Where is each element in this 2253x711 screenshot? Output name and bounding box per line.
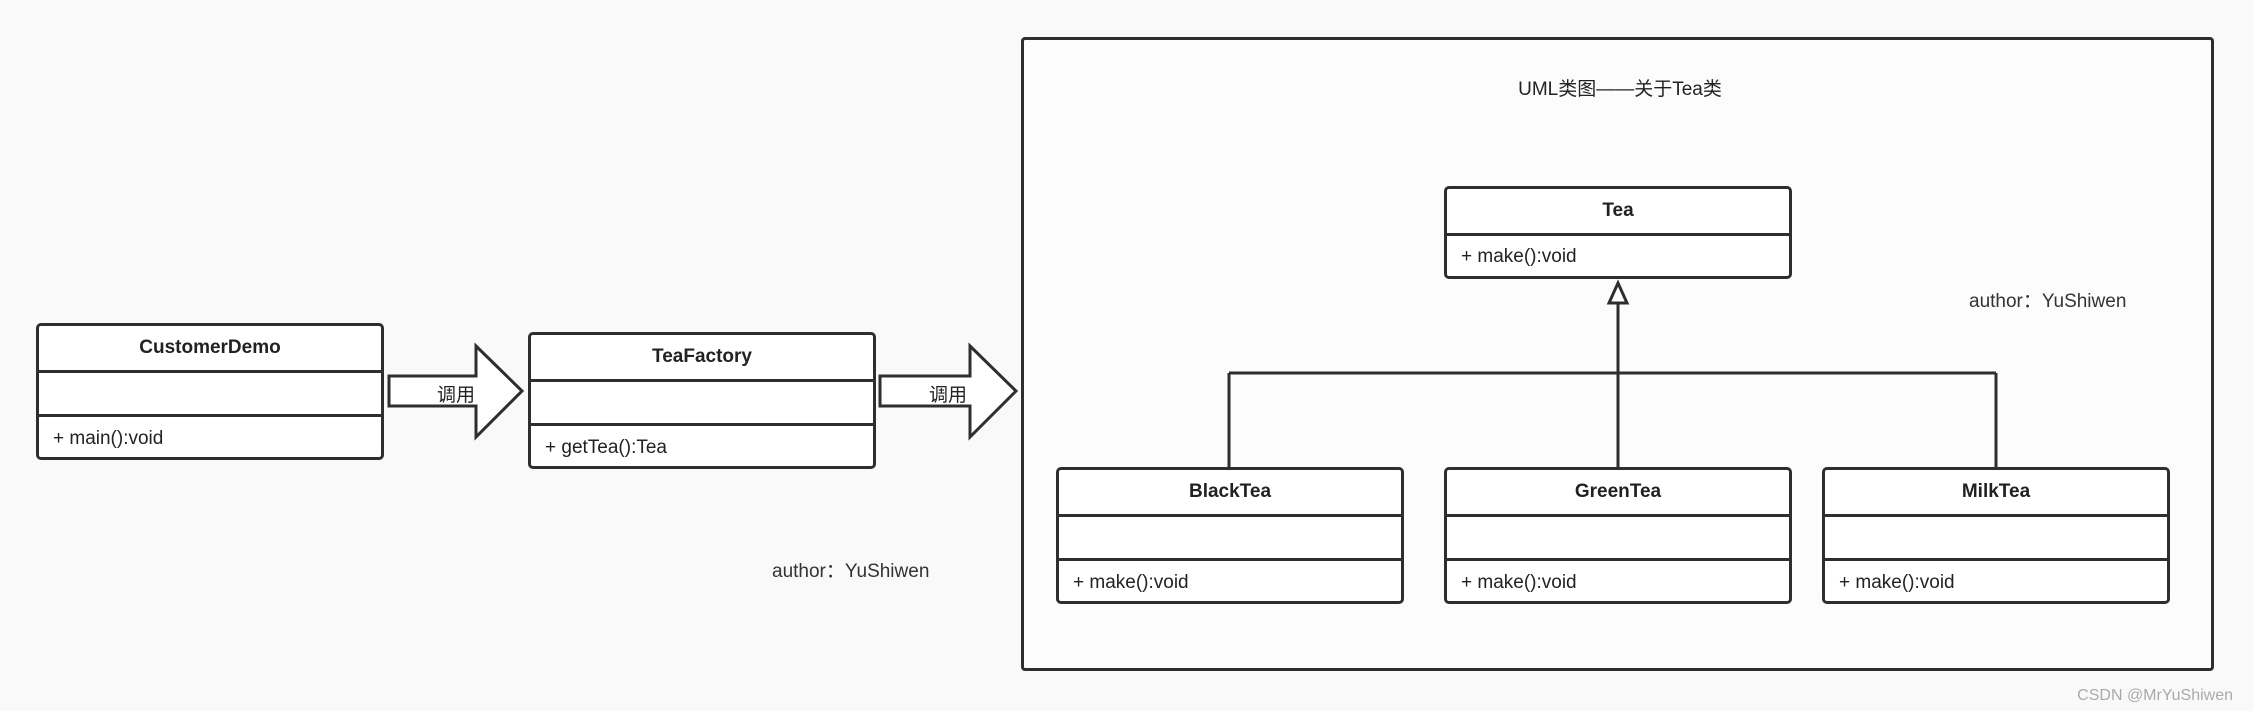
class-name: BlackTea	[1059, 470, 1401, 517]
author-note-right: author：YuShiwen	[1969, 291, 2127, 312]
call-label-2: 调用	[929, 385, 968, 406]
class-milktea[interactable]: MilkTea + make():void	[1822, 467, 2170, 604]
class-operation: + make():void	[1073, 572, 1189, 593]
class-attributes	[1825, 517, 2167, 561]
inheritance-arrowhead	[1606, 279, 1630, 305]
class-operation: + make():void	[1461, 572, 1577, 593]
author-note-left: author：YuShiwen	[772, 561, 930, 582]
call-arrow-2	[878, 342, 1019, 441]
class-teafactory[interactable]: TeaFactory + getTea():Tea	[528, 332, 876, 469]
watermark: CSDN @MrYuShiwen	[2077, 687, 2233, 704]
call-arrow-1	[387, 342, 525, 441]
class-operation: + make():void	[1461, 246, 1577, 267]
class-operation: + main():void	[53, 428, 164, 449]
class-name: TeaFactory	[531, 335, 873, 382]
class-operation: + make():void	[1839, 572, 1955, 593]
class-attributes	[1447, 517, 1789, 561]
class-name: GreenTea	[1447, 470, 1789, 517]
class-tea[interactable]: Tea + make():void	[1444, 186, 1792, 279]
class-name: CustomerDemo	[39, 326, 381, 373]
class-customerdemo[interactable]: CustomerDemo + main():void	[36, 323, 384, 460]
class-attributes	[39, 373, 381, 417]
class-attributes	[1059, 517, 1401, 561]
class-name: Tea	[1447, 189, 1789, 236]
class-blacktea[interactable]: BlackTea + make():void	[1056, 467, 1404, 604]
class-operation: + getTea():Tea	[545, 437, 667, 458]
diagram-title: UML类图——关于Tea类	[1518, 79, 1722, 100]
class-greentea[interactable]: GreenTea + make():void	[1444, 467, 1792, 604]
call-label-1: 调用	[437, 385, 476, 406]
class-attributes	[531, 382, 873, 426]
class-name: MilkTea	[1825, 470, 2167, 517]
